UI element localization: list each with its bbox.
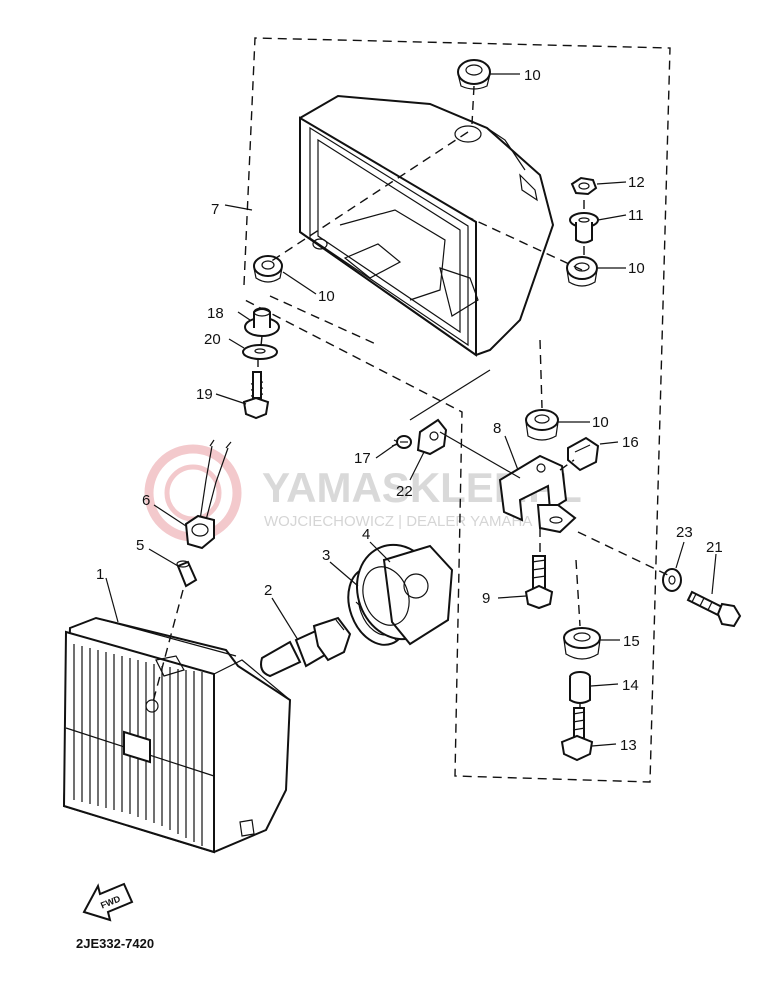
label-17: 17 [354,450,371,467]
nut-clip-16 [567,436,600,472]
headlight-unit-1 [62,616,292,854]
label-10-bracket: 10 [592,414,609,431]
grommet-bracket [525,409,559,441]
label-2: 2 [264,582,272,599]
label-20: 20 [204,331,221,348]
grommet-top [457,59,491,90]
position-bulb-5 [176,560,198,588]
callout-leaders [105,73,717,747]
label-7: 7 [211,201,219,218]
grommet-right [566,256,598,287]
part-labels: 10 12 11 10 7 10 18 20 19 10 8 16 17 22 … [96,67,723,754]
label-8: 8 [493,420,501,437]
assembly-lines [152,85,671,708]
housing-assembly-outline [243,37,671,783]
label-14: 14 [622,677,639,694]
label-6: 6 [142,492,150,509]
label-9: 9 [482,590,490,607]
headlight-housing [299,94,555,357]
washer-20 [242,344,278,360]
collar-14 [569,671,591,704]
bulb-socket-6 [184,439,232,550]
label-21: 21 [706,539,723,556]
label-10-left: 10 [318,288,335,305]
label-19: 19 [196,386,213,403]
bolt-13 [560,707,594,762]
label-10-right: 10 [628,260,645,277]
label-5: 5 [136,537,144,554]
collar-11 [569,212,599,244]
clamp-22 [416,418,448,456]
label-11: 11 [628,207,644,224]
label-13: 13 [620,737,637,754]
grommet-15 [563,627,601,660]
forward-direction-arrow: FWD [82,882,134,922]
screw-17 [391,435,412,449]
label-10-top: 10 [524,67,541,84]
diagram-code: 2JE332-7420 [76,936,154,951]
bulb-holder-4 [355,543,454,646]
label-3: 3 [322,547,330,564]
label-4: 4 [362,526,370,543]
label-12: 12 [628,174,645,191]
bolt-21 [686,590,742,628]
label-18: 18 [207,305,224,322]
label-23: 23 [676,524,693,541]
headlight-bulb-2 [260,616,352,678]
bolt-9 [524,555,554,610]
label-16: 16 [622,434,639,451]
washer-23 [662,568,682,592]
label-1: 1 [96,566,104,583]
bracket-8 [498,454,577,534]
nut-12 [570,176,598,196]
label-22: 22 [396,483,413,500]
watermark-subtitle: WOJCIECHOWICZ | DEALER YAMAHA [264,513,532,530]
grommet-left [253,255,283,283]
collar-18 [244,307,280,337]
bolt-19 [242,371,270,420]
label-15: 15 [623,633,640,650]
